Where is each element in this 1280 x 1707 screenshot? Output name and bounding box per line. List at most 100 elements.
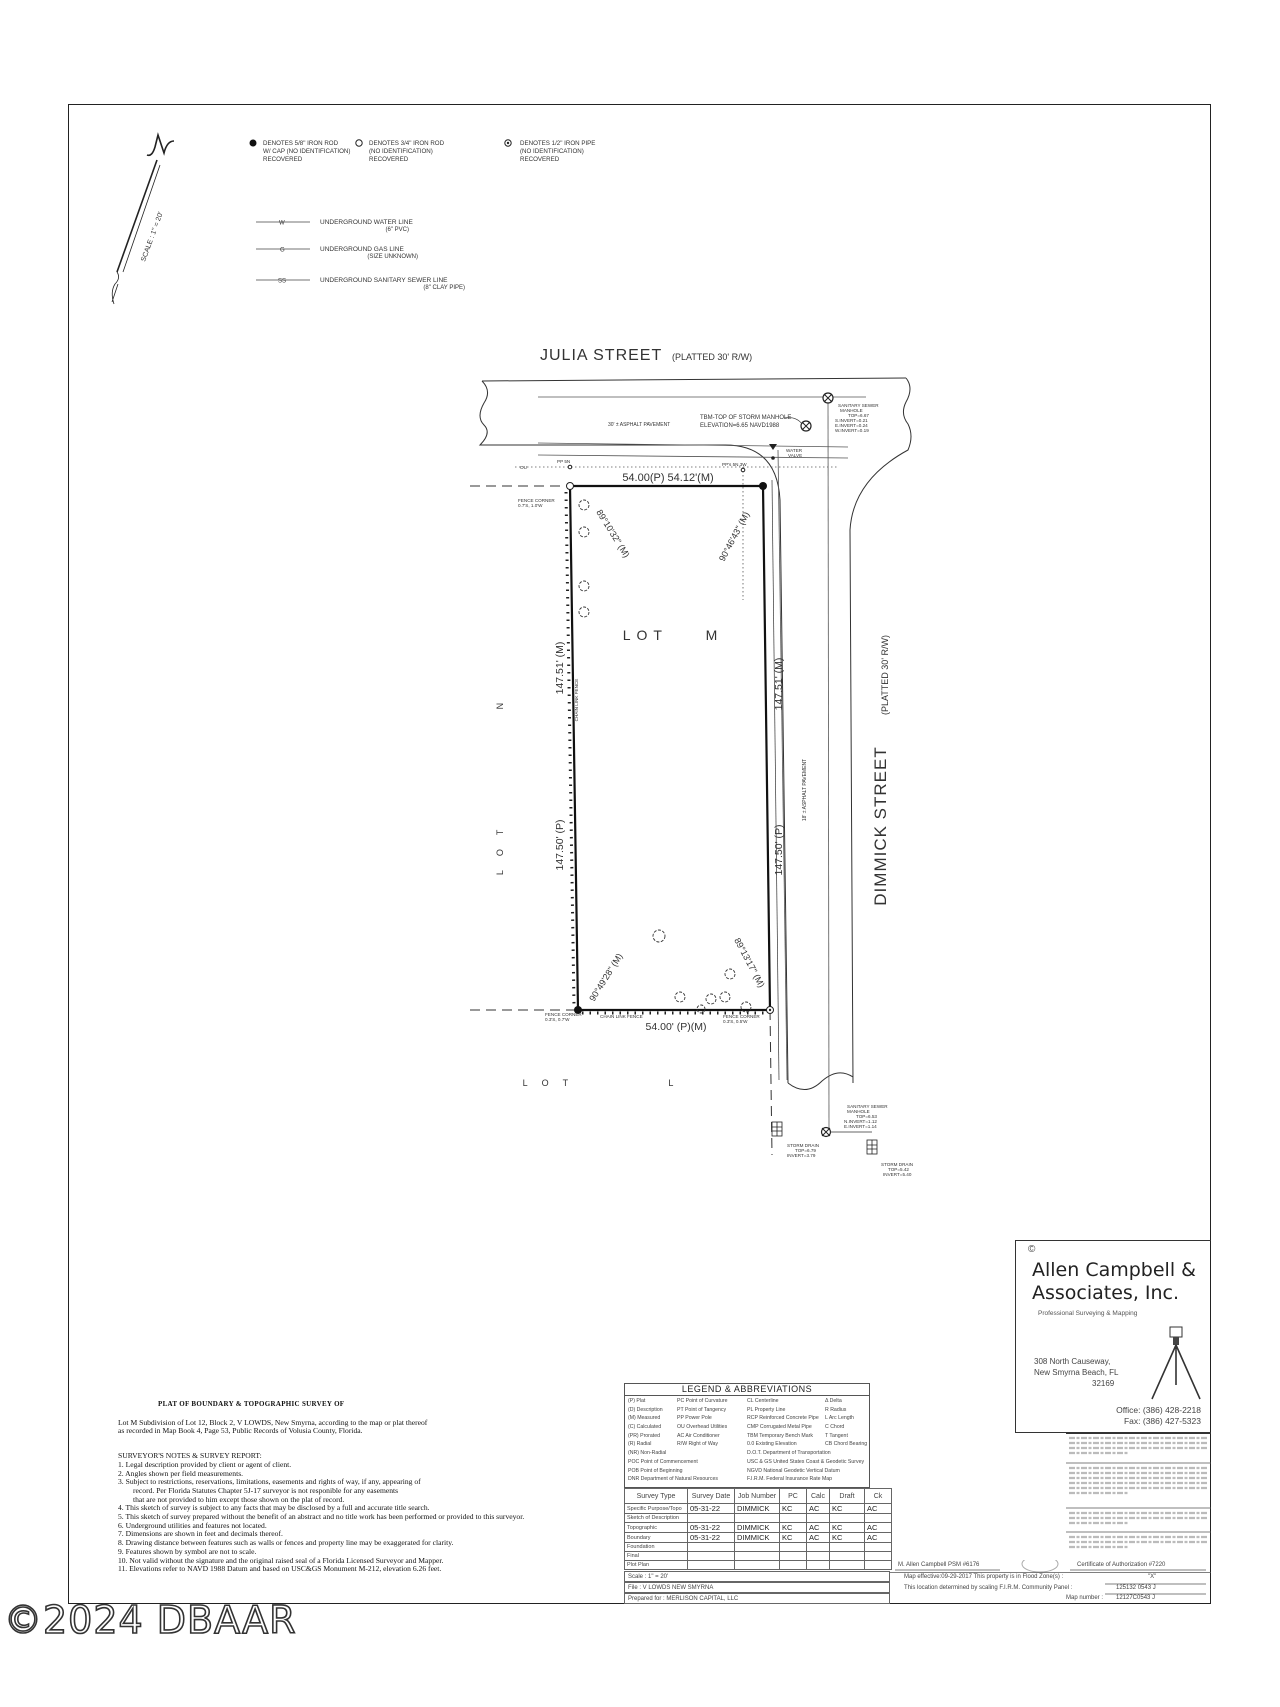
legend-entry: T Tangent [825, 1432, 848, 1439]
svg-text:ELEVATION=6.65 NAVD1988: ELEVATION=6.65 NAVD1988 [700, 423, 780, 429]
legend-entry: RCP Reinforced Concrete Pipe [747, 1415, 819, 1422]
utility-legend-label: UNDERGROUND SANITARY SEWER LINE [320, 277, 448, 284]
table-cell [806, 1560, 830, 1570]
water-valve-icon [769, 444, 777, 460]
svg-text:CHAIN LINK FENCE: CHAIN LINK FENCE [600, 1014, 643, 1019]
copyright-symbol: © [1028, 1244, 1036, 1255]
legend-entry: R/W Right of Way [677, 1441, 719, 1448]
note-item: record. Per Florida Statutes Chapter 5J-… [133, 1485, 399, 1495]
angle-label: 89°13'17" (M) [732, 936, 766, 989]
legend-entry: OU Overhead Utilities [677, 1424, 728, 1431]
lot-n-label: LOT N [495, 689, 505, 875]
certification-fine-print [1066, 1433, 1211, 1559]
scale-row: Scale : 1" = 20' [624, 1571, 890, 1582]
symbol-legend-text: DENOTES 3/4" IRON ROD [369, 140, 445, 147]
utility-legend: W UNDERGROUND WATER LINE (6" PVC) G UNDE… [256, 219, 465, 291]
dimmick-pavement-label: 18' ± ASPHALT PAVEMENT [802, 759, 808, 821]
iron-rod-cap-icon [574, 1006, 582, 1014]
symbol-legend-text: RECOVERED [263, 156, 303, 163]
iron-rod-open-icon [566, 482, 574, 490]
table-cell [687, 1542, 735, 1552]
svg-text:FENCE CORNER: FENCE CORNER [518, 498, 555, 503]
legal-description: Lot M Subdivision of Lot 12, Block 2, V … [118, 1417, 428, 1427]
company-contact: Office: (386) 428-2218 Fax: (386) 427-53… [1116, 1405, 1201, 1427]
north-arrow-icon [111, 132, 175, 305]
svg-text:TOP=6.53: TOP=6.53 [856, 1114, 877, 1119]
table-cell [734, 1551, 780, 1561]
angle-label: 90°46'43" (M) [717, 510, 751, 563]
svg-text:N.INVERT=1.12: N.INVERT=1.12 [844, 1119, 877, 1124]
dimmick-street-rw-label: (PLATTED 30' R/W) [880, 635, 890, 715]
table-cell: DIMMICK [734, 1522, 780, 1533]
iron-rod-cap-icon [759, 482, 767, 490]
legend-entry: Δ Delta [825, 1398, 842, 1404]
table-cell [806, 1542, 830, 1552]
svg-text:TOP=6.67: TOP=6.67 [848, 413, 869, 418]
table-row: Final [624, 1551, 892, 1561]
table-cell [829, 1542, 865, 1552]
legend-entry: (P) Plat [628, 1398, 646, 1404]
address-line: New Smyrna Beach, FL [1034, 1368, 1119, 1377]
fine-print-lines [1066, 1436, 1211, 1549]
table-cell: KC [829, 1503, 865, 1514]
svg-text:G: G [280, 248, 285, 254]
svg-text:INVERT=5.40: INVERT=5.40 [883, 1172, 912, 1177]
table-cell [687, 1513, 735, 1523]
utility-lines [515, 396, 866, 1133]
table-cell [806, 1551, 830, 1561]
table-cell: KC [779, 1532, 807, 1543]
table-cell [864, 1551, 892, 1561]
table-header: Calc [806, 1488, 830, 1504]
symbol-legend: DENOTES 5/8" IRON ROD W/ CAP (NO IDENTIF… [249, 139, 595, 163]
legend-column: (P) Plat(D) Description(M) Measured(C) C… [628, 1398, 718, 1485]
company-title-block: © Allen Campbell & Associates, Inc. Prof… [1015, 1240, 1211, 1433]
company-name: Allen Campbell & [1032, 1259, 1196, 1281]
office-phone: Office: (386) 428-2218 [1116, 1405, 1201, 1415]
table-cell [829, 1551, 865, 1561]
south-line-dimension: 54.00' (P)(M) [646, 1021, 707, 1033]
legend-entry: CL Centerline [747, 1398, 779, 1404]
svg-text:0.3'S, 0.5'W: 0.3'S, 0.5'W [723, 1019, 748, 1024]
legend-entry: D.O.T. Department of Transportation [747, 1450, 831, 1457]
table-cell: Final [624, 1551, 688, 1561]
table-cell [779, 1542, 807, 1552]
table-cell [779, 1513, 807, 1523]
note-item: that are not provided to him except thos… [133, 1494, 345, 1504]
symbol-legend-text: RECOVERED [369, 156, 409, 163]
table-cell: AC [864, 1503, 892, 1514]
table-cell [779, 1560, 807, 1570]
table-cell: Plot Plan [624, 1560, 688, 1570]
table-cell: AC [864, 1532, 892, 1543]
table-header: Survey Date [687, 1488, 735, 1504]
surveyor-name: M. Allen Campbell PSM #6176 [898, 1562, 980, 1568]
svg-text:TOP=5.42: TOP=5.42 [888, 1167, 909, 1172]
company-tagline: Professional Surveying & Mapping [1038, 1310, 1138, 1317]
legend-entry: TBM Temporary Bench Mark [747, 1432, 813, 1439]
svg-text:STORM DRAIN: STORM DRAIN [881, 1162, 913, 1167]
table-header: Ck [864, 1488, 892, 1504]
julia-street-rw-label: (PLATTED 30' R/W) [672, 352, 752, 362]
legend-entry: AC Air Conditioner [677, 1432, 720, 1439]
table-cell: 05-31-22 [687, 1503, 735, 1514]
svg-text:OU: OU [520, 465, 527, 470]
legend-entry: PL Property Line [747, 1406, 786, 1413]
table-cell: 05-31-22 [687, 1522, 735, 1533]
legend-entry: DNR Department of Natural Resources [628, 1476, 718, 1483]
table-cell [806, 1513, 830, 1523]
svg-text:(SIZE UNKNOWN): (SIZE UNKNOWN) [367, 254, 418, 260]
east-line-dimension-measured: 147.51' (M) [773, 658, 785, 711]
table-header: PC [779, 1488, 807, 1504]
company-name: Associates, Inc. [1032, 1282, 1180, 1304]
legend-entry: (R) Radial [628, 1441, 652, 1448]
west-line-dimension-measured: 147.51' (M) [554, 642, 566, 695]
fax-number: Fax: (386) 427-5323 [1123, 1416, 1201, 1426]
table-cell [829, 1560, 865, 1570]
power-pole-icon [567, 464, 573, 470]
svg-text:VALVE: VALVE [788, 453, 802, 458]
julia-street-label: JULIA STREET [540, 347, 662, 364]
